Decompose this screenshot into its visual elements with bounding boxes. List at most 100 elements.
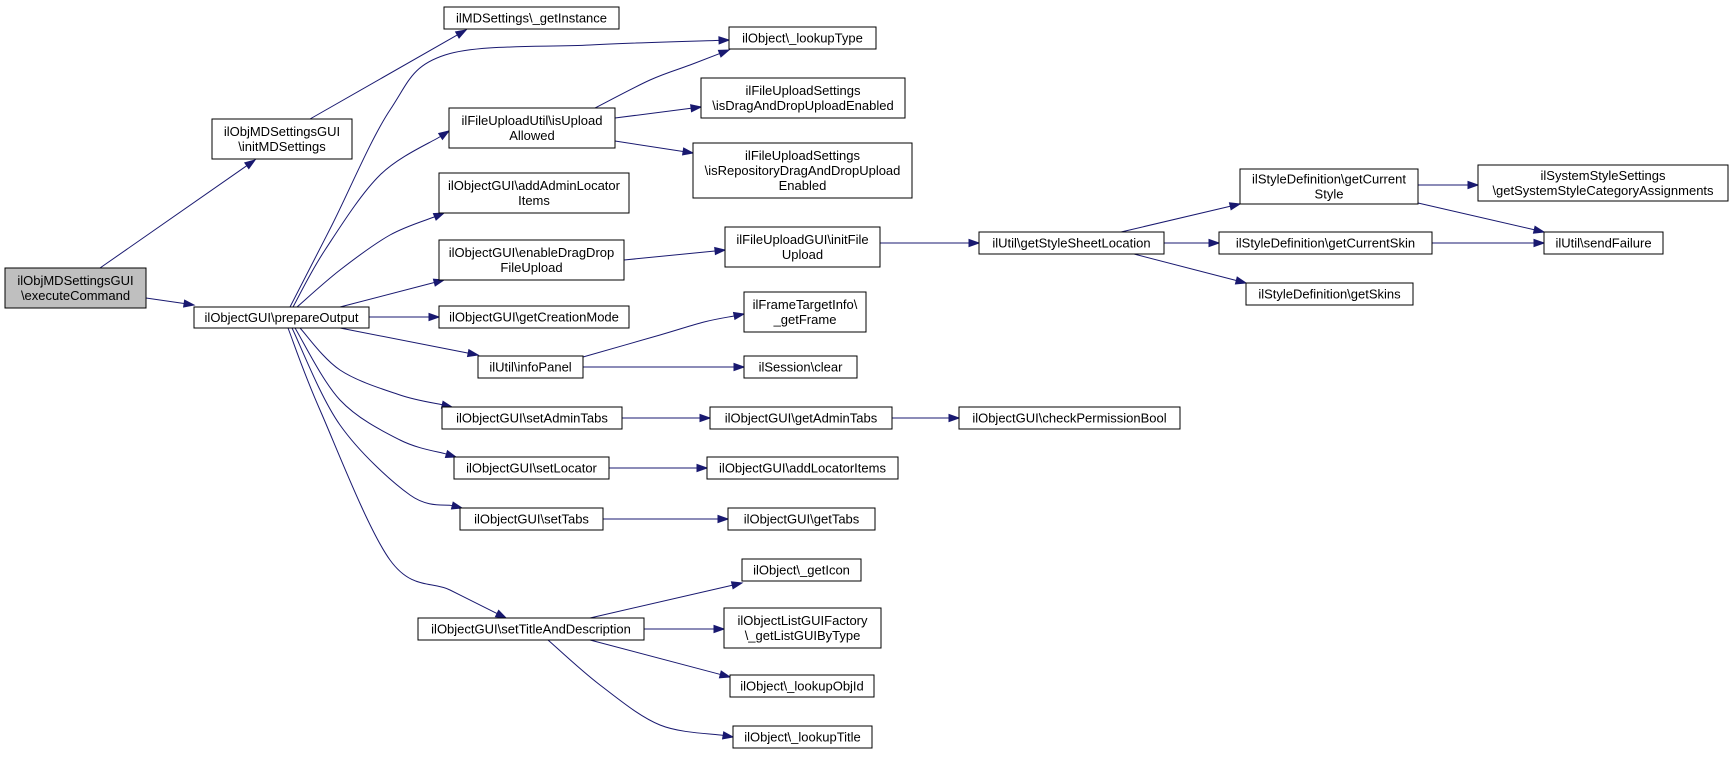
node-n15[interactable]: ilFileUploadSettings\isRepositoryDragAnd… [692, 142, 913, 199]
node-box [706, 456, 899, 480]
edge-n2-n12 [291, 327, 464, 510]
node-box [1543, 231, 1664, 255]
node-n19[interactable]: ilObjectGUI\getAdminTabs [709, 406, 893, 430]
node-n8[interactable]: ilObjectGUI\getCreationMode [438, 305, 630, 329]
node-n21[interactable]: ilObjectGUI\getTabs [727, 507, 876, 531]
edge-n7-n16 [623, 246, 727, 261]
node-box [958, 406, 1181, 430]
node-label-line: ilObjMDSettingsGUI [224, 124, 340, 139]
edge-line [623, 250, 716, 261]
edge-arrowhead [718, 36, 731, 45]
node-label-line: ilSystemStyleSettings [1541, 168, 1666, 183]
node-n24[interactable]: ilObject\_lookupObjId [729, 674, 875, 698]
node-n20[interactable]: ilObjectGUI\addLocatorItems [706, 456, 899, 480]
node-label-line: ilObject\_lookupObjId [740, 679, 864, 694]
node-n23[interactable]: ilObjectListGUIFactory\_getListGUIByType [723, 607, 882, 649]
node-box [700, 77, 906, 119]
edge-line [594, 53, 720, 109]
node-n10[interactable]: ilObjectGUI\setAdminTabs [441, 406, 623, 430]
edge-n19-n27 [892, 413, 961, 423]
node-n11[interactable]: ilObjectGUI\setLocator [453, 456, 610, 480]
edge-n9-n17 [582, 311, 746, 358]
edge-line [1120, 205, 1231, 233]
node-n14[interactable]: ilFileUploadSettings\isDragAndDropUpload… [700, 77, 906, 119]
edge-arrowhead [733, 362, 746, 372]
node-n4[interactable]: ilObject\_lookupType [728, 26, 877, 50]
node-label-line: ilObjectGUI\addLocatorItems [719, 461, 886, 476]
node-label-line: _getFrame [773, 312, 837, 327]
node-label-line: ilSession\clear [759, 360, 843, 375]
node-n13[interactable]: ilObjectGUI\setTitleAndDescription [417, 617, 645, 641]
node-n29[interactable]: ilStyleDefinition\getCurrentSkin [1218, 231, 1433, 255]
node-label-line: ilObjectGUI\getCreationMode [449, 310, 619, 325]
edge-n26-n29 [1164, 238, 1221, 248]
node-box [728, 26, 877, 50]
edge-n9-n18 [583, 362, 746, 372]
node-label-line: ilFileUploadSettings [746, 83, 861, 98]
node-n9[interactable]: ilUtil\infoPanel [477, 355, 584, 379]
edge-arrowhead [450, 501, 464, 510]
node-box [443, 6, 620, 30]
node-label-line: Enabled [779, 178, 827, 193]
edge-arrowhead [690, 104, 703, 113]
node-box [459, 507, 604, 531]
node-label-line: ilUtil\getStyleSheetLocation [992, 236, 1150, 251]
node-n25[interactable]: ilObject\_lookupTitle [732, 725, 873, 749]
edge-arrowhead [730, 581, 744, 590]
node-n18[interactable]: ilSession\clear [743, 355, 858, 379]
edge-arrowhead [696, 463, 709, 473]
node-n22[interactable]: ilObject\_getIcon [741, 558, 862, 582]
node-n3[interactable]: ilMDSettings\_getInstance [443, 6, 620, 30]
edge-n0-n1 [99, 159, 257, 269]
edge-n28-n32 [1417, 202, 1546, 234]
edge-line [1133, 253, 1237, 281]
node-n17[interactable]: ilFrameTargetInfo\_getFrame [743, 291, 867, 333]
nodes-layer: ilObjMDSettingsGUI\executeCommandilObjMD… [4, 6, 1729, 749]
node-box [441, 406, 623, 430]
node-n27[interactable]: ilObjectGUI\checkPermissionBool [958, 406, 1181, 430]
edge-n16-n26 [880, 238, 981, 248]
edge-line [614, 107, 692, 119]
edge-line [289, 39, 720, 308]
node-box [417, 617, 645, 641]
edge-n2-n13 [287, 327, 508, 619]
edge-arrowhead [717, 514, 730, 524]
node-label-line: ilObjectGUI\addAdminLocator [448, 178, 621, 193]
node-label-line: Style [1315, 187, 1344, 202]
edge-line [589, 639, 721, 675]
edge-line [287, 327, 498, 614]
node-n31[interactable]: ilSystemStyleSettings\getSystemStyleCate… [1477, 164, 1729, 202]
node-label-line: ilUtil\sendFailure [1555, 236, 1651, 251]
node-label-line: Items [518, 193, 550, 208]
edge-arrowhead [732, 311, 746, 321]
node-box [743, 291, 867, 333]
edge-arrowhead [1234, 276, 1248, 285]
node-n2[interactable]: ilObjectGUI\prepareOutput [193, 306, 370, 329]
node-n26[interactable]: ilUtil\getStyleSheetLocation [978, 231, 1165, 255]
node-box [211, 118, 353, 160]
node-n0[interactable]: ilObjMDSettingsGUI\executeCommand [4, 267, 147, 309]
node-n12[interactable]: ilObjectGUI\setTabs [459, 507, 604, 531]
node-label-line: \executeCommand [21, 288, 130, 303]
node-label-line: ilStyleDefinition\getCurrent [1252, 172, 1406, 187]
edge-n26-n28 [1120, 202, 1242, 233]
edge-arrowhead [1467, 180, 1480, 190]
node-n32[interactable]: ilUtil\sendFailure [1543, 231, 1664, 255]
node-n30[interactable]: ilStyleDefinition\getSkins [1245, 282, 1414, 306]
node-label-line: ilObjectGUI\setAdminTabs [456, 411, 608, 426]
edge-arrowhead [714, 246, 727, 256]
node-label-line: ilStyleDefinition\getCurrentSkin [1236, 236, 1415, 251]
node-box [724, 226, 881, 268]
edge-n13-n22 [589, 581, 744, 619]
node-label-line: ilObjectGUI\setLocator [466, 461, 597, 476]
edge-arrowhead [243, 159, 257, 170]
edge-arrowhead [437, 130, 451, 141]
node-box [732, 725, 873, 749]
node-n1[interactable]: ilObjMDSettingsGUI\initMDSettings [211, 118, 353, 160]
